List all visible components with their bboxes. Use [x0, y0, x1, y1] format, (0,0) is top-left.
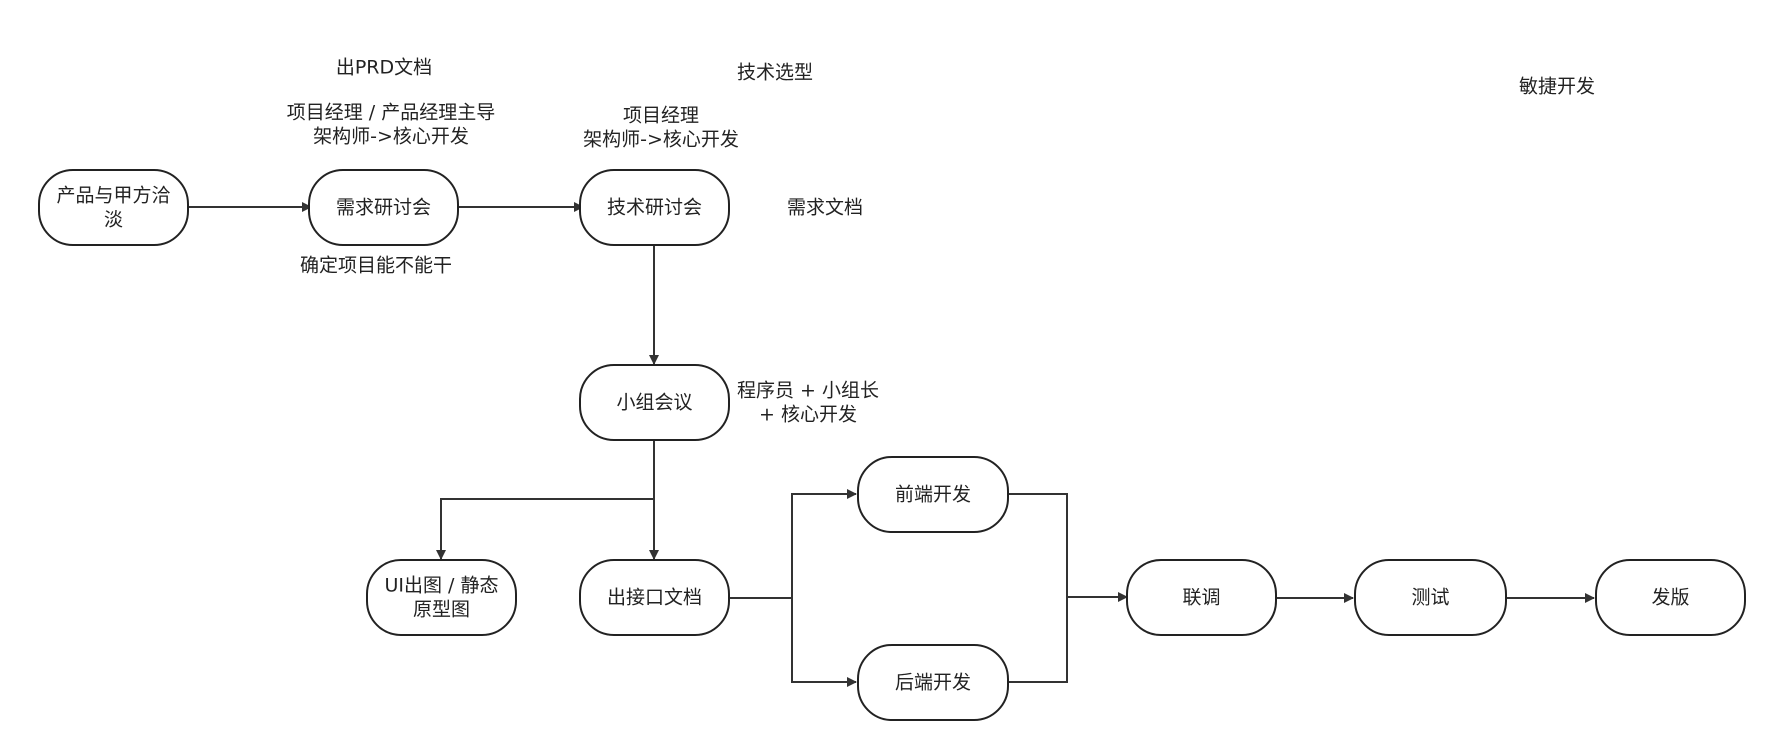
annotation-agile-dev: 敏捷开发	[1519, 76, 1595, 98]
edge-backend-to-integration	[1008, 598, 1068, 683]
node-label: 原型图	[413, 599, 470, 621]
node-integration: 联调	[1126, 559, 1277, 636]
annotation-req-doc: 需求文档	[787, 197, 863, 219]
edges	[188, 202, 1595, 687]
node-team-meeting: 小组会议	[579, 364, 730, 441]
node-requirements-seminar: 需求研讨会	[308, 169, 459, 246]
node-testing: 测试	[1354, 559, 1507, 636]
annotation-req-leads: 项目经理 / 产品经理主导 架构师->核心开发	[287, 102, 495, 148]
annotation-team-members: 程序员 + 小组长 + 核心开发	[737, 380, 879, 426]
annotation-text: 程序员 + 小组长	[737, 380, 879, 402]
edge-team-to-ui	[436, 440, 655, 560]
annotation-prd-doc: 出PRD文档	[336, 57, 432, 79]
annotation-text: 技术选型	[737, 62, 813, 84]
annotation-text: + 核心开发	[759, 404, 857, 426]
node-label: 产品与甲方洽	[56, 185, 170, 207]
annotation-text: 敏捷开发	[1519, 76, 1595, 98]
node-label: 淡	[104, 209, 123, 231]
node-label: UI出图 / 静态	[385, 575, 499, 597]
node-label: 前端开发	[895, 484, 971, 506]
annotation-text: 需求文档	[787, 197, 863, 219]
edge-api-to-frontend	[728, 489, 857, 599]
node-tech-seminar: 技术研讨会	[579, 169, 730, 246]
node-ui-design: UI出图 / 静态 原型图	[366, 559, 517, 636]
node-label: 测试	[1411, 587, 1449, 609]
annotation-feasibility: 确定项目能不能干	[300, 255, 452, 277]
annotation-text: 架构师->核心开发	[313, 126, 469, 148]
annotation-text: 项目经理 / 产品经理主导	[287, 102, 495, 124]
node-product-negotiation: 产品与甲方洽 淡	[38, 169, 189, 246]
node-label: 需求研讨会	[336, 197, 431, 219]
edge-api-to-backend	[791, 598, 857, 687]
annotation-tech-leads: 项目经理 架构师->核心开发	[583, 105, 739, 151]
node-backend-dev: 后端开发	[857, 644, 1009, 721]
node-label: 发版	[1651, 587, 1689, 609]
annotation-text: 项目经理	[623, 105, 699, 127]
node-label: 后端开发	[895, 672, 971, 694]
node-frontend-dev: 前端开发	[857, 456, 1009, 533]
node-api-doc: 出接口文档	[579, 559, 730, 636]
annotation-text: 出PRD文档	[336, 57, 432, 79]
annotation-text: 确定项目能不能干	[300, 255, 452, 277]
node-label: 出接口文档	[607, 587, 702, 609]
edge-frontend-to-integration	[1008, 493, 1128, 602]
node-label: 小组会议	[616, 392, 692, 414]
annotation-tech-selection: 技术选型	[737, 62, 813, 84]
node-label: 技术研讨会	[607, 197, 702, 219]
node-release: 发版	[1595, 559, 1746, 636]
annotation-text: 架构师->核心开发	[583, 129, 739, 151]
node-label: 联调	[1182, 587, 1220, 609]
